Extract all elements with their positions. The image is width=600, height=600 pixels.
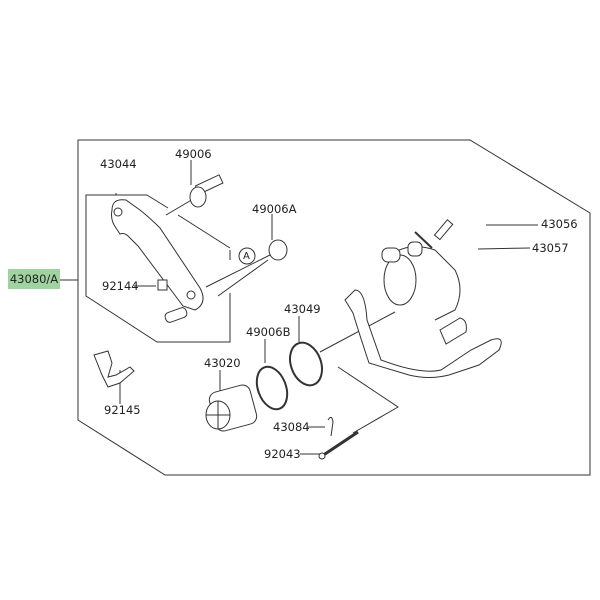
pin-49006 (189, 174, 224, 208)
frame-seg (146, 194, 169, 209)
callout-43049[interactable]: 43049 (284, 302, 321, 316)
callout-92144[interactable]: 92144 (102, 279, 139, 293)
callout-49006b[interactable]: 49006B (246, 325, 291, 339)
reference-a-label: A (243, 251, 250, 262)
clip-92144 (157, 279, 168, 291)
callout-43056[interactable]: 43056 (541, 217, 578, 231)
reference-a-marker (238, 247, 256, 265)
callout-43020[interactable]: 43020 (204, 356, 241, 370)
caliper-body (344, 246, 502, 378)
assembly-frame (77, 139, 591, 476)
assembly-part-number[interactable]: 43080/A (8, 269, 60, 289)
callout-43084[interactable]: 43084 (273, 420, 310, 434)
caliper-boss (407, 241, 423, 257)
pin-92043 (321, 430, 359, 458)
clip-43084 (327, 416, 334, 437)
seal-43049 (289, 341, 323, 387)
callout-92145[interactable]: 92145 (104, 403, 141, 417)
bracket-part (111, 199, 204, 311)
caliper-slide (439, 317, 467, 345)
cap-43057 (414, 231, 433, 249)
callout-92043[interactable]: 92043 (264, 447, 301, 461)
caliper-group-frame (337, 366, 399, 434)
seal-49006b (255, 365, 289, 411)
bracket-pin (164, 307, 188, 323)
bracket-hole (186, 290, 196, 300)
bracket-hole (113, 207, 123, 217)
callout-49006[interactable]: 49006 (175, 147, 212, 161)
callout-49006a[interactable]: 49006A (252, 202, 297, 216)
caliper-boss (381, 247, 401, 263)
boot-49006a (268, 239, 288, 261)
piston-43020 (205, 384, 258, 432)
bracket-group-frame-2 (177, 214, 231, 249)
leader-lines (115, 160, 538, 455)
spring-92145 (93, 350, 135, 388)
callout-43044[interactable]: 43044 (100, 157, 137, 171)
bleeder-43056 (433, 219, 454, 241)
callout-43057[interactable]: 43057 (532, 241, 569, 255)
bracket-group-frame-3 (85, 194, 231, 343)
